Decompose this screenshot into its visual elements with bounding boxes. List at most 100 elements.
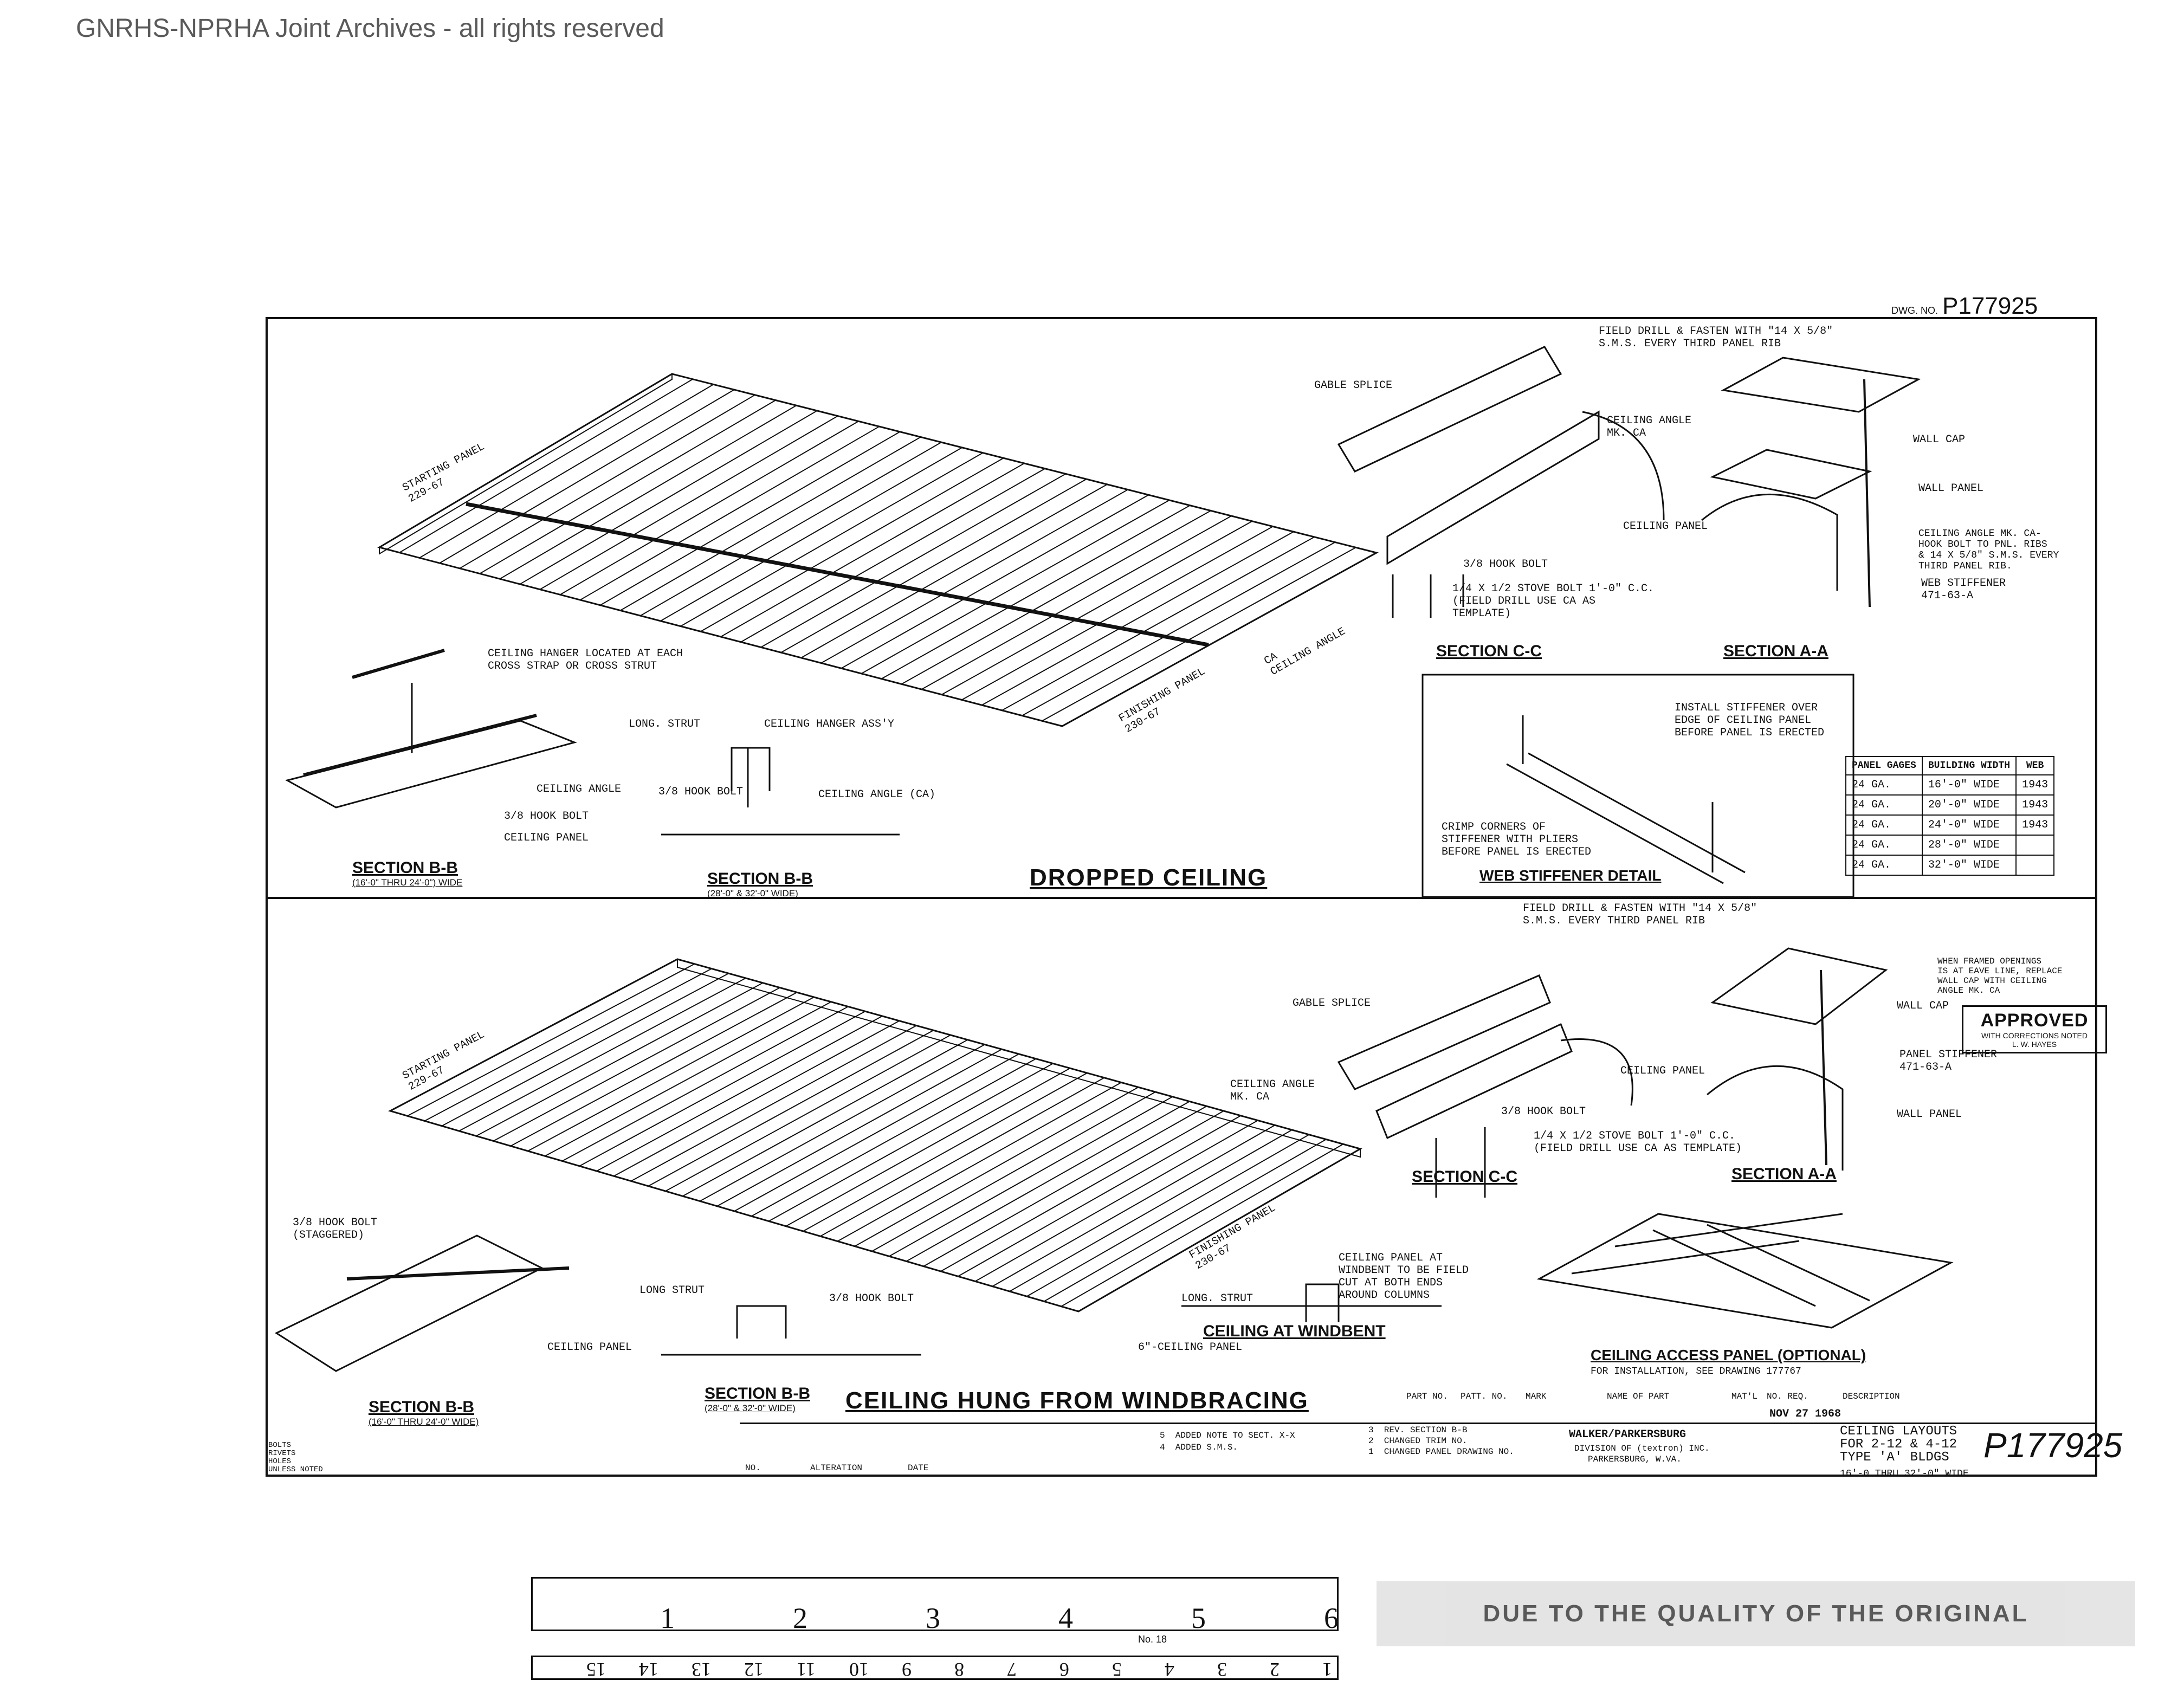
panel-rib [837,1082,1122,1242]
panel-rib [660,447,962,622]
top-stove-bolt-note: 1/4 X 1/2 STOVE BOLT 1'-0" C.C. (FIELD D… [1452,583,1655,620]
alteration-2: 2 CHANGED TRIM NO. [1368,1436,1468,1446]
top-ceiling-panel-cc-label: CEILING PANEL [1623,520,1708,533]
panel-rib [1042,547,1356,722]
scale-ruler-cm [531,1656,1339,1680]
ruler-inch-4: 4 [1058,1602,1073,1634]
panel-rib [510,992,797,1147]
panel-rib [458,978,746,1132]
top-hanger-assy-label: CEILING HANGER ASS'Y [764,718,895,730]
bottom-section-aa: SECTION A-A [1731,1165,1837,1183]
top-crimp-note: CRIMP CORNERS OF STIFFENER WITH PLIERS B… [1442,821,1592,858]
approval-stamp-line1: WITH CORRECTIONS NOTED [1981,1031,2088,1040]
top-long-strut-label: LONG. STRUT [629,718,701,730]
top-section-bb-center-title: SECTION B-B [707,870,813,888]
panel-rib [441,973,729,1127]
ruler-cm-number: 14 [639,1659,658,1680]
panel-rib [1044,1139,1327,1302]
alteration-4: 5 ADDED NOTE TO SECT. X-X [1160,1431,1295,1440]
bottom-section-bb-center-title: SECTION B-B [705,1385,810,1402]
approval-stamp-line2: L. W. HAYES [2012,1040,2057,1049]
panel-rib [941,520,1253,695]
alteration-3: 1 CHANGED PANEL DRAWING NO. [1368,1447,1514,1457]
table-cell: 20'-0" WIDE [1921,794,2017,816]
bottom-ceiling-angle-mk-label: CEILING ANGLE MK. CA [1230,1078,1315,1103]
title-block-subtitle: 16'-0 THRU 32'-0" WIDE [1840,1469,1969,1479]
bottom-section-cc: SECTION C-C [1412,1168,1517,1186]
ruler-cm-number: 4 [1165,1659,1174,1680]
table-cell: 16'-0" WIDE [1921,774,2017,796]
gage-header-web: WEB [2015,756,2055,775]
company-city: PARKERSBURG, W.VA. [1588,1454,1682,1464]
bottom-section-bb-center: SECTION B-B (28'-0" & 32'-0" WIDE) [705,1385,810,1414]
bottom-section-bb-center-sub: (28'-0" & 32'-0" WIDE) [705,1403,796,1413]
panel-rib [479,399,776,574]
approval-stamp: APPROVED WITH CORRECTIONS NOTED L. W. HA… [1962,1005,2107,1053]
bottom-6-ceiling-panel-label: 6"-CEILING PANEL [1138,1341,1243,1354]
panel-rib [545,1001,831,1157]
dropped-ceiling-title: DROPPED CEILING [1030,864,1268,891]
top-ceiling-angle-ca-label: CEILING ANGLE (CA) [818,788,936,801]
table-row: 24 GA.32'-0" WIDE [1845,855,2055,876]
bottom-windbent-note: CEILING PANEL AT WINDBENT TO BE FIELD CU… [1339,1252,1469,1302]
panel-rib [889,1096,1173,1257]
panel-rib [1009,1129,1293,1292]
panel-rib [871,1091,1156,1252]
part-header-description: DESCRIPTION [1843,1392,1900,1401]
panel-rib [539,415,838,590]
panel-rib [560,421,859,596]
panel-rib [940,1110,1224,1272]
bottom-section-bb-left-sub: (16'-0" THRU 24'-0" WIDE) [369,1417,479,1427]
title-block-drawing-number: P177925 [1983,1426,2123,1465]
table-cell: 32'-0" WIDE [1921,855,2017,876]
panel-rib [841,494,1149,669]
top-install-stiffener-note: INSTALL STIFFENER OVER EDGE OF CEILING P… [1675,702,1825,739]
bottom-when-framed-note: WHEN FRAMED OPENINGS IS AT EAVE LINE, RE… [1937,956,2063,995]
ruler-inch-1: 1 [660,1602,675,1634]
bolts-rivets-notes: BOLTS RIVETS HOLES UNLESS NOTED [268,1441,323,1474]
ruler-cm-number: 6 [1059,1659,1069,1680]
table-cell: 28'-0" WIDE [1921,835,2017,856]
panel-rib [665,1035,951,1192]
ruler-inch-6: 6 [1324,1602,1339,1634]
top-field-drill-note: FIELD DRILL & FASTEN WITH "14 X 5/8" S.M… [1599,325,1833,350]
table-cell [2015,855,2055,876]
panel-rib [923,1105,1207,1267]
panel-rib [613,1020,900,1177]
panel-rib [992,1124,1275,1287]
top-wall-cap-label: WALL CAP [1913,434,1966,446]
watermark: GNRHS-NPRHA Joint Archives - all rights … [76,14,664,43]
panel-rib [1022,541,1336,716]
bottom-wall-cap-label: WALL CAP [1897,1000,1949,1012]
top-hanger-note: CEILING HANGER LOCATED AT EACH CROSS STR… [488,648,683,673]
panel-rib [680,452,984,627]
panel-rib [981,531,1294,706]
panel-rib [1001,536,1315,711]
part-header-matl: MAT'L [1731,1392,1758,1401]
top-ceiling-panel-label: CEILING PANEL [504,832,589,844]
panel-rib [580,426,880,600]
part-header-name: NAME OF PART [1607,1392,1670,1401]
panel-rib [640,442,942,617]
panel-rib [861,500,1170,674]
panel-rib [579,1011,865,1167]
panel-rib [424,968,712,1122]
table-cell: 24 GA. [1845,835,1923,856]
company-name: WALKER/PARKERSBURG [1569,1428,1687,1441]
ruler-cm-number: 9 [902,1659,912,1680]
top-wall-panel-label: WALL PANEL [1918,482,1984,495]
panel-rib [734,1053,1019,1212]
hung-ceiling-title: CEILING HUNG FROM WINDBRACING [845,1387,1309,1414]
panel-rib [493,987,780,1142]
ruler-cm-number: 5 [1112,1659,1122,1680]
panel-rib [600,431,901,606]
panel-rib [682,1039,968,1197]
table-cell: 24 GA. [1845,794,1923,816]
table-cell: 24'-0" WIDE [1921,814,2017,836]
panel-rib [439,389,735,564]
panel-rib [1026,1134,1309,1297]
table-cell: 1943 [2015,814,2055,836]
panel-rib [740,468,1045,643]
